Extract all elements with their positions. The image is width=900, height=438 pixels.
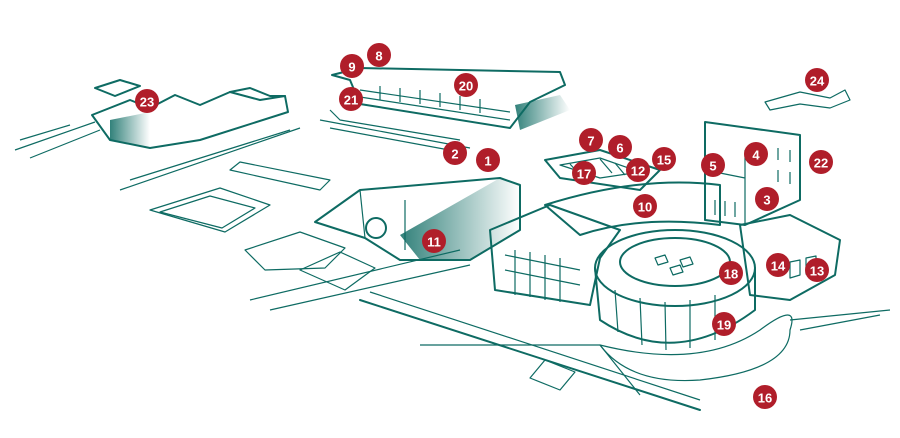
marker-18-label: 18 [724, 267, 738, 282]
marker-21[interactable]: 21 [339, 87, 363, 111]
marker-21-dot [339, 87, 363, 111]
building-north [331, 67, 570, 130]
marker-19[interactable]: 19 [712, 312, 736, 336]
marker-8[interactable]: 8 [367, 43, 391, 67]
ground-lines [14, 109, 891, 411]
marker-6[interactable]: 6 [608, 135, 632, 159]
marker-3[interactable]: 3 [755, 187, 779, 211]
marker-18-dot [719, 261, 743, 285]
marker-5-label: 5 [709, 159, 716, 174]
marker-10-dot [633, 194, 657, 218]
marker-12[interactable]: 12 [626, 158, 650, 182]
courtyard-10 [544, 181, 721, 236]
marker-7-label: 7 [587, 134, 594, 149]
marker-23-dot [135, 89, 159, 113]
marker-8-dot [367, 43, 391, 67]
marker-23[interactable]: 23 [135, 89, 159, 113]
building-rotunda [594, 229, 756, 351]
marker-5[interactable]: 5 [701, 153, 725, 177]
marker-3-label: 3 [763, 193, 770, 208]
marker-7[interactable]: 7 [579, 128, 603, 152]
marker-6-dot [608, 135, 632, 159]
marker-9-label: 9 [348, 60, 355, 75]
marker-1-dot [476, 148, 500, 172]
marker-9-dot [340, 54, 364, 78]
marker-16[interactable]: 16 [753, 385, 777, 409]
marker-19-label: 19 [717, 318, 731, 333]
marker-11-dot [422, 229, 446, 253]
building-24 [764, 89, 851, 111]
marker-17-label: 17 [577, 167, 591, 182]
building-11 [314, 177, 521, 261]
marker-2-dot [443, 141, 467, 165]
marker-17-dot [572, 161, 596, 185]
marker-11[interactable]: 11 [422, 229, 446, 253]
marker-12-dot [626, 158, 650, 182]
marker-18[interactable]: 18 [719, 261, 743, 285]
marker-20-dot [454, 73, 478, 97]
marker-15-label: 15 [657, 153, 671, 168]
marker-20-label: 20 [459, 79, 473, 94]
marker-13[interactable]: 13 [805, 258, 829, 282]
marker-7-dot [579, 128, 603, 152]
marker-10[interactable]: 10 [633, 194, 657, 218]
marker-22-label: 22 [814, 156, 828, 171]
marker-24-label: 24 [810, 74, 825, 89]
marker-21-label: 21 [344, 93, 358, 108]
marker-24-dot [805, 68, 829, 92]
marker-1[interactable]: 1 [476, 148, 500, 172]
marker-10-label: 10 [638, 200, 652, 215]
marker-12-label: 12 [631, 164, 645, 179]
marker-4[interactable]: 4 [744, 142, 768, 166]
marker-11-label: 11 [427, 235, 441, 250]
marker-22-dot [809, 150, 833, 174]
marker-8-label: 8 [375, 49, 382, 64]
marker-20[interactable]: 20 [454, 73, 478, 97]
marker-22[interactable]: 22 [809, 150, 833, 174]
marker-15[interactable]: 15 [652, 147, 676, 171]
building-23 [91, 79, 289, 149]
marker-1-label: 1 [484, 154, 491, 169]
marker-6-label: 6 [616, 141, 623, 156]
marker-16-dot [753, 385, 777, 409]
marker-2-label: 2 [451, 147, 458, 162]
marker-14-label: 14 [771, 259, 786, 274]
marker-4-dot [744, 142, 768, 166]
marker-3-dot [755, 187, 779, 211]
marker-13-dot [805, 258, 829, 282]
marker-14-dot [766, 253, 790, 277]
marker-13-label: 13 [810, 264, 824, 279]
marker-2[interactable]: 2 [443, 141, 467, 165]
marker-19-dot [712, 312, 736, 336]
marker-15-dot [652, 147, 676, 171]
marker-23-label: 23 [140, 95, 154, 110]
marker-17[interactable]: 17 [572, 161, 596, 185]
marker-5-dot [701, 153, 725, 177]
marker-4-label: 4 [752, 148, 760, 163]
building-center [489, 204, 621, 306]
marker-9[interactable]: 9 [340, 54, 364, 78]
marker-24[interactable]: 24 [805, 68, 829, 92]
marker-14[interactable]: 14 [766, 253, 790, 277]
marker-16-label: 16 [758, 391, 772, 406]
